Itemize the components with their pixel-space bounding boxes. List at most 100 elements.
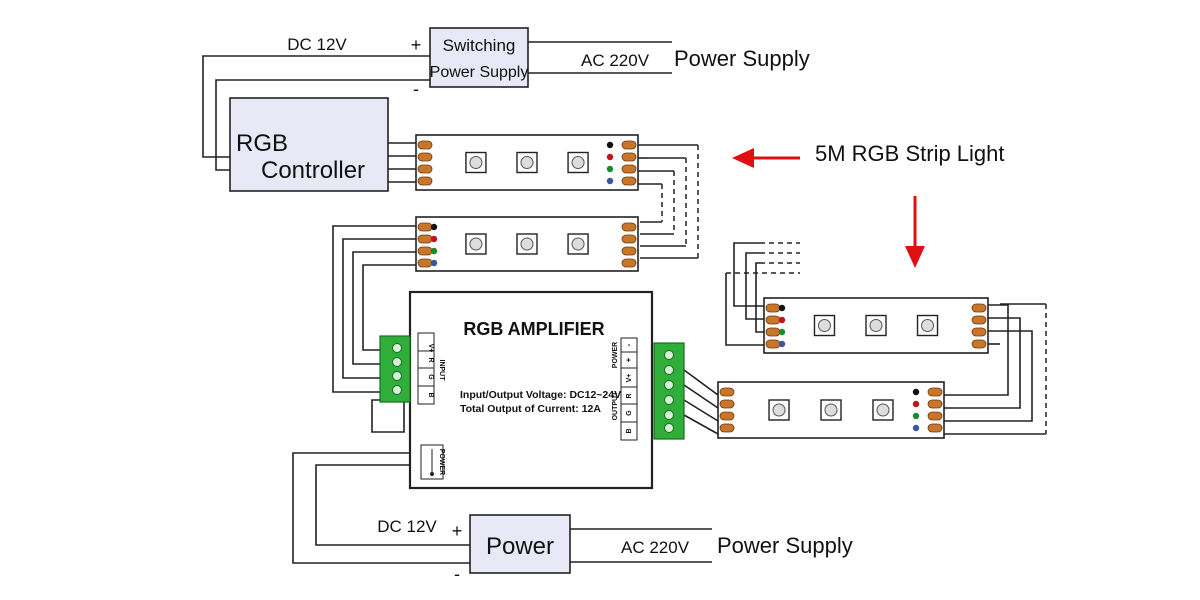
led-chip-icon	[865, 314, 887, 337]
controller-box	[229, 97, 389, 192]
output-pin-labels	[620, 337, 638, 441]
solder-pad	[621, 258, 637, 268]
solder-pad	[621, 222, 637, 232]
switching-power-supply: Switching Power Supply DC 12V + - AC 220…	[287, 27, 810, 99]
led-strip-4	[717, 381, 945, 439]
led-strip-3	[763, 297, 989, 354]
output-pin-r: R	[626, 393, 633, 398]
solder-pad	[417, 234, 433, 244]
led-strips	[415, 134, 989, 439]
red-arrow-left-icon	[732, 148, 800, 168]
switching-supply-box	[429, 27, 529, 88]
led-chip-icon	[916, 314, 939, 337]
led-chip-icon	[567, 151, 589, 174]
led-chip-icon	[768, 399, 790, 421]
led-chip-icon	[872, 399, 894, 421]
pin-color-dot	[912, 412, 920, 420]
pin-color-dot	[778, 316, 786, 324]
solder-pad	[719, 423, 735, 433]
solder-pad	[765, 303, 781, 313]
wires	[202, 41, 1047, 564]
dc-12v-label-bottom: DC 12V	[377, 517, 437, 536]
minus-sign-top: -	[413, 79, 419, 99]
solder-pad	[417, 164, 433, 174]
pin-color-dot	[430, 235, 438, 243]
solder-pad	[971, 303, 987, 313]
ac-220v-label-top: AC 220V	[581, 51, 650, 70]
pin-color-dot	[606, 165, 614, 173]
switching-supply-label-2: Power Supply	[430, 64, 529, 81]
solder-pad	[417, 140, 433, 150]
power-pin-minus: -	[624, 343, 633, 346]
led-chip-icon	[516, 233, 538, 255]
input-pin-g: G	[427, 374, 434, 380]
solder-pad	[621, 176, 637, 186]
solder-pad	[971, 327, 987, 337]
pin-color-dot	[778, 340, 786, 348]
pin-color-dot	[606, 153, 614, 161]
solder-pad	[765, 315, 781, 325]
led-strip-1	[415, 134, 639, 191]
power-supply-label-top: Power Supply	[674, 46, 810, 71]
pin-color-dot	[430, 223, 438, 231]
led-chip-icon	[567, 233, 589, 255]
led-strip-2	[415, 216, 639, 272]
solder-pad	[417, 258, 433, 268]
input-label: INPUT	[438, 360, 445, 382]
minus-sign-bottom: -	[454, 564, 460, 584]
solder-pad	[971, 315, 987, 325]
solder-pad	[417, 246, 433, 256]
pin-color-dot	[778, 304, 786, 312]
solder-pad	[417, 176, 433, 186]
solder-pad	[621, 164, 637, 174]
pin-color-dot	[912, 400, 920, 408]
pin-color-dot	[912, 388, 920, 396]
solder-pad	[417, 152, 433, 162]
power-pin-plus: +	[624, 357, 633, 362]
amplifier-spec-current: Total Output of Current: 12A	[460, 403, 601, 415]
led-chip-icon	[820, 399, 842, 421]
pin-color-dot	[606, 177, 614, 185]
solder-pad	[765, 339, 781, 349]
plus-sign-top: +	[411, 35, 422, 55]
solder-pad	[621, 152, 637, 162]
power-box-label: Power	[486, 533, 554, 560]
led-chip-icon	[813, 314, 836, 337]
pin-color-dot	[430, 247, 438, 255]
solder-pad	[971, 339, 987, 349]
power-supply-label-bottom: Power Supply	[717, 533, 853, 558]
plus-sign-bottom: +	[452, 521, 463, 541]
bottom-power-supply: Power DC 12V + - AC 220V Power Supply	[377, 514, 853, 584]
solder-pad	[927, 411, 943, 421]
pin-color-dot	[430, 259, 438, 267]
solder-pad	[719, 411, 735, 421]
input-pin-b: B	[427, 392, 434, 397]
rgb-controller: RGB Controller	[229, 97, 389, 192]
amplifier-title: RGB AMPLIFIER	[463, 319, 604, 339]
solder-pad	[719, 399, 735, 409]
power-label-bottom: POWER	[438, 449, 445, 475]
input-pin-r: R	[427, 357, 434, 362]
input-terminal-screws	[392, 343, 402, 395]
controller-label-1: RGB	[236, 130, 288, 157]
led-chip-icon	[465, 233, 487, 255]
controller-label-2: Controller	[261, 157, 365, 184]
output-pin-vplus: V+	[626, 374, 633, 383]
solder-pad	[927, 399, 943, 409]
solder-pad	[417, 222, 433, 232]
amplifier-box	[408, 290, 654, 490]
solder-pad	[621, 246, 637, 256]
rgb-amplifier: RGB AMPLIFIER Input/Output Voltage: DC12…	[379, 290, 685, 490]
output-pin-b: B	[626, 428, 633, 433]
led-chip-icon	[465, 151, 487, 174]
solder-pad	[927, 423, 943, 433]
ac-220v-label-bottom: AC 220V	[621, 538, 690, 557]
pin-color-dot	[778, 328, 786, 336]
solder-pad	[927, 387, 943, 397]
solder-pad	[621, 140, 637, 150]
dc-12v-label-top: DC 12V	[287, 35, 347, 54]
power-box	[469, 514, 571, 574]
input-pin-vplus: V+	[427, 344, 434, 353]
red-arrow-down-icon	[905, 196, 925, 268]
strip-light-label: 5M RGB Strip Light	[815, 141, 1005, 166]
